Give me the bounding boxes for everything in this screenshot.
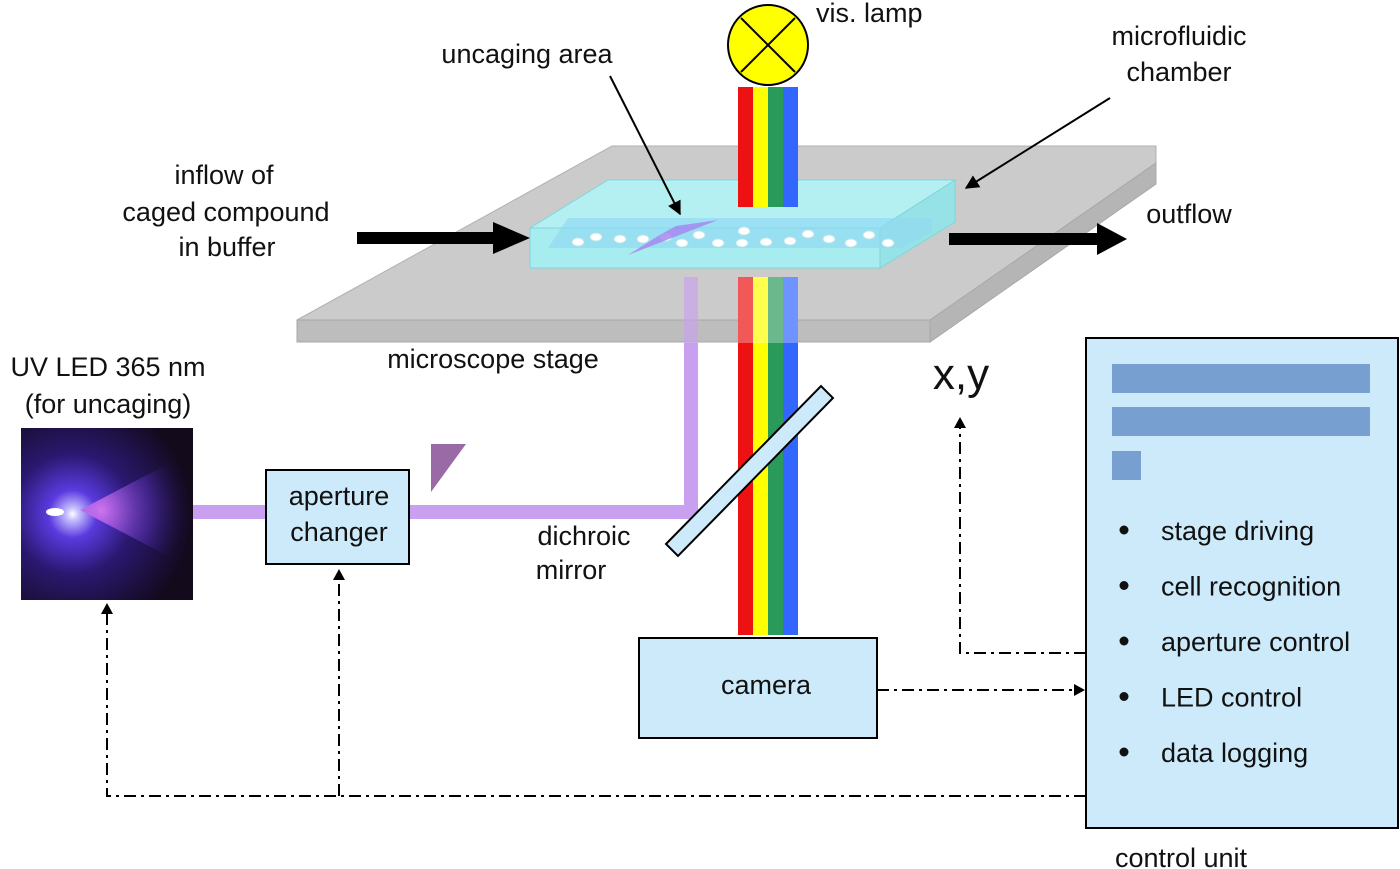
control-unit-box [1085, 337, 1399, 829]
visible-beam-upper [738, 87, 798, 207]
uv-led-image [21, 428, 193, 600]
dichroic-mirror [664, 384, 835, 558]
uv-led-label-line2: (for uncaging) [25, 389, 192, 419]
visible-beam-lower [738, 277, 798, 635]
camera-label: camera [721, 670, 812, 700]
control-bar-3 [1112, 451, 1141, 480]
outflow-label: outflow [1146, 199, 1232, 229]
control-function-item: stage driving [1161, 516, 1314, 546]
control-function-item: aperture control [1161, 627, 1350, 657]
bullet-icon [1119, 692, 1129, 701]
control-unit-function-list: stage driving cell recognition aperture co… [1119, 516, 1350, 768]
bullet-icon [1119, 525, 1129, 535]
camera-box: camera [638, 637, 878, 739]
uncaging-area-marker [628, 220, 718, 255]
dichroic-mirror-label-line1: dichroic [537, 521, 630, 551]
aperture-label-line1: aperture [289, 481, 390, 511]
inflow-label-line1: inflow of [174, 160, 274, 190]
outflow-arrow [949, 223, 1127, 255]
bullet-icon [1119, 747, 1129, 757]
control-signal-lines [101, 417, 1086, 797]
prism-icon [431, 444, 466, 492]
microfluidic-chamber-label-line2: chamber [1126, 57, 1231, 87]
uncaging-area-pointer [609, 75, 681, 216]
control-function-item: LED control [1161, 683, 1302, 713]
bullet-icon [1119, 636, 1129, 646]
microfluidic-chamber-label-line1: microfluidic [1111, 21, 1246, 51]
inflow-label-line2: caged compound [122, 197, 329, 227]
vis-lamp-label: vis. lamp [816, 0, 923, 28]
lamp-cross-icon [727, 4, 809, 86]
uncaging-area-label: uncaging area [441, 39, 613, 69]
control-bar-2 [1112, 407, 1370, 436]
control-function-item: cell recognition [1161, 572, 1341, 602]
bullet-icon [1119, 581, 1129, 590]
inflow-arrow [357, 222, 530, 254]
inflow-label-line3: in buffer [178, 232, 275, 262]
dichroic-mirror-label-line2: mirror [536, 555, 606, 585]
microscope-stage-label: microscope stage [387, 344, 599, 374]
aperture-label-line2: changer [290, 517, 388, 547]
control-unit-label: control unit [1115, 843, 1248, 869]
control-bar-1 [1112, 364, 1370, 393]
uv-beam [193, 277, 698, 519]
xy-label: x,y [933, 350, 989, 399]
chamber-pointer [964, 97, 1111, 189]
uv-led-label-line1: UV LED 365 nm [10, 352, 205, 382]
control-function-item: data logging [1161, 738, 1308, 768]
aperture-changer: aperture changer [265, 469, 410, 565]
